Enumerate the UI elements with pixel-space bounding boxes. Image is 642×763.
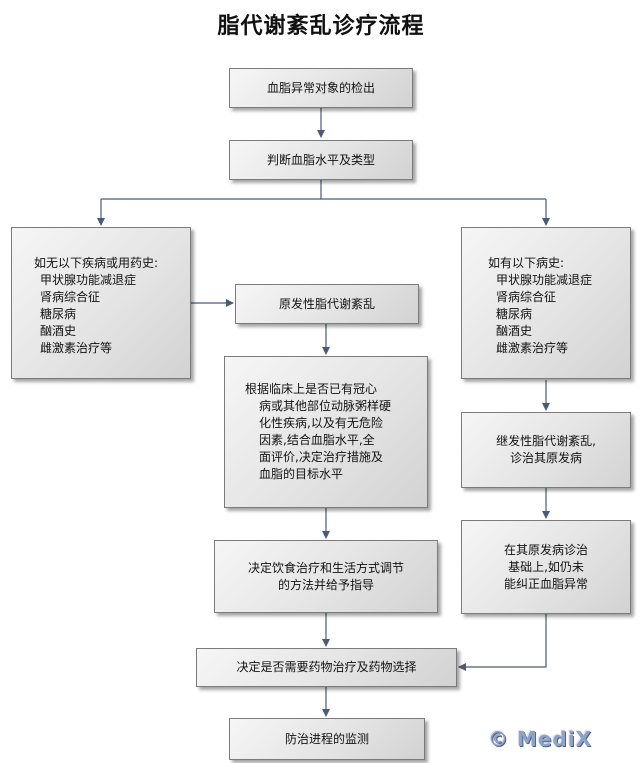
assess-line: 化性疾病,以及有无危险	[259, 416, 383, 430]
drug-label: 决定是否需要药物治疗及药物选择	[236, 660, 417, 674]
list-item: 肾病综合征	[40, 290, 101, 304]
list-item: 酗酒史	[496, 324, 533, 338]
list-item: 糖尿病	[40, 307, 77, 321]
assess-box: 根据临床上是否已有冠心 病或其他部位动脉粥样硬 化性疾病,以及有无危险 因素,结…	[224, 356, 428, 508]
secondary-box: 继发性脂代谢紊乱, 诊治其原发病	[461, 412, 631, 488]
diet-line: 的方法并给予指导	[277, 577, 374, 592]
medix-logo: © MediX	[488, 727, 593, 751]
right-history-heading: 如有以下病史:	[488, 256, 565, 270]
monitor-box: 防治进程的监测	[229, 718, 425, 760]
primary-box: 原发性脂代谢紊乱	[235, 284, 419, 324]
assess-line: 血脂的目标水平	[259, 467, 344, 481]
uncorrected-box: 在其原发病诊治 基础上,如仍未 能纠正血脂异常	[461, 520, 631, 614]
assess-line: 病或其他部位动脉粥样硬	[259, 399, 392, 413]
list-item: 糖尿病	[496, 307, 533, 321]
drug-box: 决定是否需要药物治疗及药物选择	[196, 648, 457, 687]
list-item: 酗酒史	[40, 324, 77, 338]
uncorrected-line: 能纠正血脂异常	[503, 576, 588, 591]
judge-label: 判断血脂水平及类型	[266, 152, 375, 167]
detect-box: 血脂异常对象的检出	[229, 68, 413, 108]
uncorrected-line: 基础上,如仍未	[508, 559, 584, 574]
uncorrected-line: 在其原发病诊治	[503, 542, 588, 557]
list-item: 甲状腺功能减退症	[496, 273, 593, 287]
primary-label: 原发性脂代谢紊乱	[278, 296, 375, 311]
page-title: 脂代谢紊乱诊疗流程	[217, 13, 425, 39]
list-item: 雌激素治疗等	[40, 341, 113, 355]
list-item: 甲状腺功能减退症	[40, 273, 137, 287]
secondary-line: 继发性脂代谢紊乱,	[496, 434, 596, 448]
list-item: 雌激素治疗等	[496, 341, 569, 355]
right-history-box: 如有以下病史: 甲状腺功能减退症 肾病综合征 糖尿病 酗酒史 雌激素治疗等	[461, 227, 631, 379]
judge-box: 判断血脂水平及类型	[229, 140, 413, 180]
left-history-heading: 如无以下疾病或用药史:	[34, 256, 159, 270]
secondary-line: 诊治其原发病	[509, 451, 582, 465]
assess-line: 因素,结合血脂水平,全	[259, 433, 375, 447]
diet-line: 决定饮食治疗和生活方式调节	[247, 560, 404, 575]
left-history-box: 如无以下疾病或用药史: 甲状腺功能减退症 肾病综合征 糖尿病 酗酒史 雌激素治疗…	[11, 227, 191, 379]
assess-line: 根据临床上是否已有冠心	[245, 382, 378, 396]
detect-label: 血脂异常对象的检出	[266, 80, 375, 95]
arrow-uncorrected-drug	[458, 614, 547, 671]
list-item: 肾病综合征	[496, 290, 557, 304]
diet-box: 决定饮食治疗和生活方式调节 的方法并给予指导	[214, 540, 438, 613]
monitor-label: 防治进程的监测	[284, 731, 369, 746]
assess-line: 面评价,决定治疗措施及	[259, 450, 383, 464]
